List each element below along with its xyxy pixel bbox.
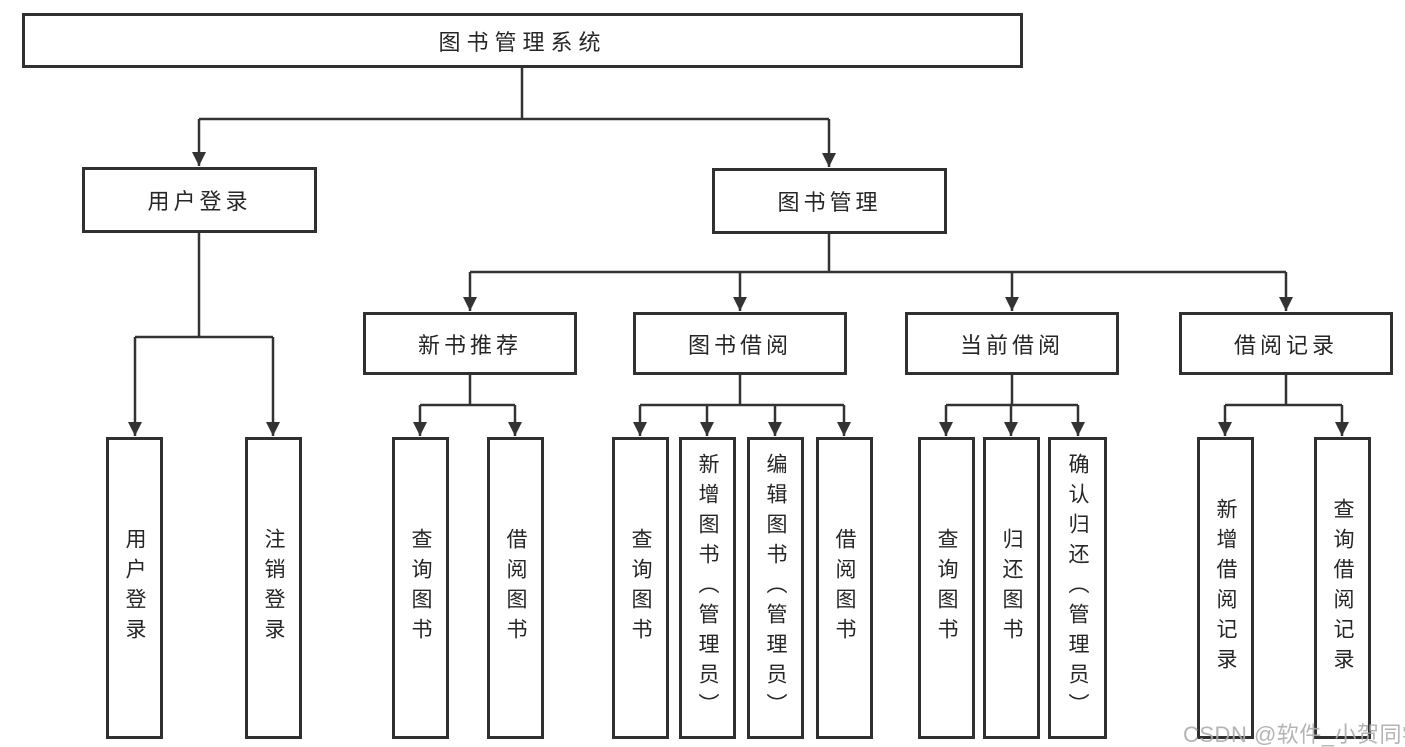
leaf-confirm-return-admin-label: 确认归还（管理员） [1066,453,1089,723]
node-borrow-records: 借阅记录 [1179,312,1393,375]
leaf-add-borrow-record-label: 新增借阅记录 [1214,498,1237,678]
trunk-user-login [135,233,273,339]
leaf-query-books-1: 查询图书 [392,437,449,739]
leaf-user-login-label: 用户登录 [123,528,146,648]
node-book-management: 图书管理 [712,168,947,234]
leaf-query-books-2-label: 查询图书 [629,528,652,648]
leaf-query-borrow-record: 查询借阅记录 [1314,437,1371,739]
leaf-query-books-2: 查询图书 [612,437,669,739]
node-library-management-system: 图书管理系统 [22,13,1023,68]
leaf-query-books-3-label: 查询图书 [935,528,958,648]
trunk-book-borrow [640,375,844,407]
trunk-current-borrow [946,375,1078,407]
csdn-watermark: CSDN @软件_小贺同学 [1183,722,1405,747]
trunk-new-book-recommend [420,375,515,407]
trunk-root [199,68,829,121]
leaf-edit-books-admin-label: 编辑图书（管理员） [764,453,787,723]
leaf-borrow-books-1-label: 借阅图书 [504,528,527,648]
leaf-return-books-label: 归还图书 [1000,528,1023,648]
trunk-book-management [470,234,1286,274]
leaf-borrow-books-2-label: 借阅图书 [833,528,856,648]
leaf-edit-books-admin: 编辑图书（管理员） [747,437,804,739]
leaf-query-books-1-label: 查询图书 [409,528,432,648]
leaf-user-login: 用户登录 [106,437,163,739]
trunk-borrow-records [1225,375,1342,407]
leaf-logout-login: 注销登录 [245,437,302,739]
leaf-add-books-admin-label: 新增图书（管理员） [696,453,719,723]
node-current-borrow: 当前借阅 [905,312,1119,375]
leaf-logout-login-label: 注销登录 [262,528,285,648]
leaf-query-books-3: 查询图书 [918,437,975,739]
leaf-confirm-return-admin: 确认归还（管理员） [1048,437,1107,739]
leaf-query-borrow-record-label: 查询借阅记录 [1331,498,1354,678]
node-new-book-recommend: 新书推荐 [363,312,577,375]
node-user-login: 用户登录 [82,167,317,233]
leaf-return-books: 归还图书 [983,437,1040,739]
leaf-borrow-books-2: 借阅图书 [816,437,873,739]
leaf-borrow-books-1: 借阅图书 [487,437,544,739]
leaf-add-books-admin: 新增图书（管理员） [679,437,736,739]
leaf-add-borrow-record: 新增借阅记录 [1197,437,1254,739]
node-book-borrow: 图书借阅 [633,312,847,375]
